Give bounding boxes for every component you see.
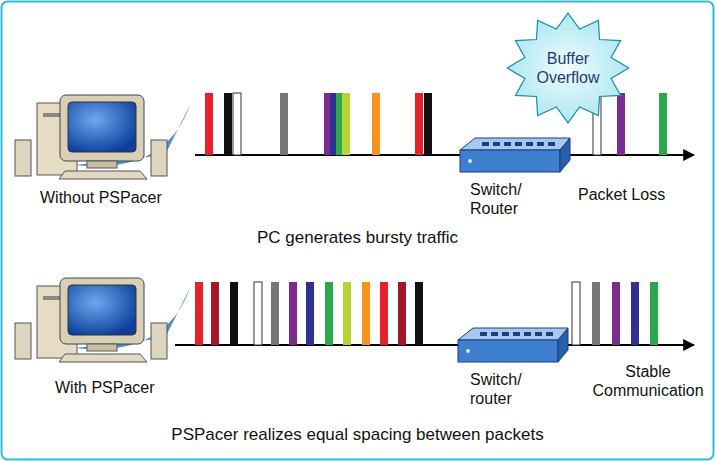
packet-bars-part <box>205 93 213 155</box>
pc-label: Without PSPacer <box>40 188 220 207</box>
switch-icon-part <box>480 332 487 336</box>
callout-text-group: Buffer Overflow <box>506 12 630 124</box>
packet-bars-part <box>306 282 314 345</box>
switch-icon-part <box>558 328 568 362</box>
switch-icon-part <box>482 142 489 146</box>
packet-bars-part <box>224 93 232 155</box>
switch-icon-part <box>535 332 542 336</box>
switch-icon <box>458 328 568 362</box>
packet-bars-part <box>211 282 219 345</box>
switch-icon-part <box>491 332 498 336</box>
pc-icon-part <box>68 285 136 335</box>
packet-bars-part <box>233 93 241 155</box>
switch-icon-part <box>546 332 553 336</box>
packet-bars-part <box>380 282 388 345</box>
row-caption: PSPacer realizes equal spacing between p… <box>0 425 715 445</box>
pc-icon-part <box>151 140 167 176</box>
pc-icon <box>15 278 190 362</box>
packet-bars-part <box>631 282 639 345</box>
pc-label: With PSPacer <box>55 378 235 397</box>
status-label: Stable Communication <box>588 362 708 400</box>
switch-label: Switch/ Router <box>470 180 540 218</box>
switch-icon-part <box>502 332 509 336</box>
switch-icon-part <box>526 142 533 146</box>
pc-icon-part <box>151 323 167 359</box>
packet-bars-part <box>342 93 350 155</box>
packet-bars-part <box>195 282 203 345</box>
status-label: Packet Loss <box>578 185 703 204</box>
pc-icon-part <box>60 278 144 344</box>
switch-icon-part <box>458 340 558 362</box>
switch-label: Switch/ router <box>470 370 540 408</box>
switch-icon-part <box>513 332 520 336</box>
packet-bars-part <box>398 282 406 345</box>
switch-icon-part <box>458 328 568 340</box>
packet-bars-part <box>343 282 351 345</box>
packet-bars-part <box>372 93 380 155</box>
switch-icon-part <box>466 349 470 353</box>
pc-icon-part <box>59 354 147 362</box>
packet-bars-part <box>280 93 288 155</box>
pc-icon-part <box>87 161 117 168</box>
burst-outline <box>507 13 629 123</box>
packet-bars-part <box>230 282 238 345</box>
packet-bars-part <box>289 282 297 345</box>
packet-bars-part <box>424 93 432 155</box>
switch-icon-part <box>460 150 560 172</box>
switch-icon-part <box>524 332 531 336</box>
packet-bars <box>195 282 658 345</box>
packet-bars-part <box>592 282 600 345</box>
packet-bars-part <box>362 282 370 345</box>
pc-icon-part <box>60 95 144 161</box>
switch-icon-part <box>460 138 570 150</box>
pc-icon-part <box>59 171 147 179</box>
packet-bars-part <box>325 282 333 345</box>
pc-icon-part <box>15 323 31 359</box>
packet-bars-part <box>271 282 279 345</box>
switch-icon-part <box>468 159 472 163</box>
packet-bars-part <box>572 282 580 345</box>
packet-bars-part <box>612 282 620 345</box>
burst-shape <box>506 12 630 124</box>
packet-bars-part <box>650 282 658 345</box>
pc-icon-part <box>87 344 117 351</box>
row-caption: PC generates bursty traffic <box>0 228 715 248</box>
burst-callout: Buffer Overflow <box>506 12 630 124</box>
packet-bars-part <box>415 93 423 155</box>
pc-icon <box>15 95 190 179</box>
packet-bars-part <box>617 93 625 155</box>
switch-icon-part <box>515 142 522 146</box>
packet-bars-part <box>659 93 667 155</box>
callout-text: Buffer Overflow <box>528 49 608 87</box>
switch-icon-part <box>493 142 500 146</box>
switch-icon-part <box>504 142 511 146</box>
switch-icon <box>460 138 570 172</box>
switch-icon-part <box>537 142 544 146</box>
switch-icon-part <box>548 142 555 146</box>
pc-icon-part <box>68 102 136 152</box>
switch-icon-part <box>560 138 570 172</box>
packet-bars-part <box>254 282 262 345</box>
packet-bars-part <box>415 282 423 345</box>
pc-icon-part <box>15 140 31 176</box>
